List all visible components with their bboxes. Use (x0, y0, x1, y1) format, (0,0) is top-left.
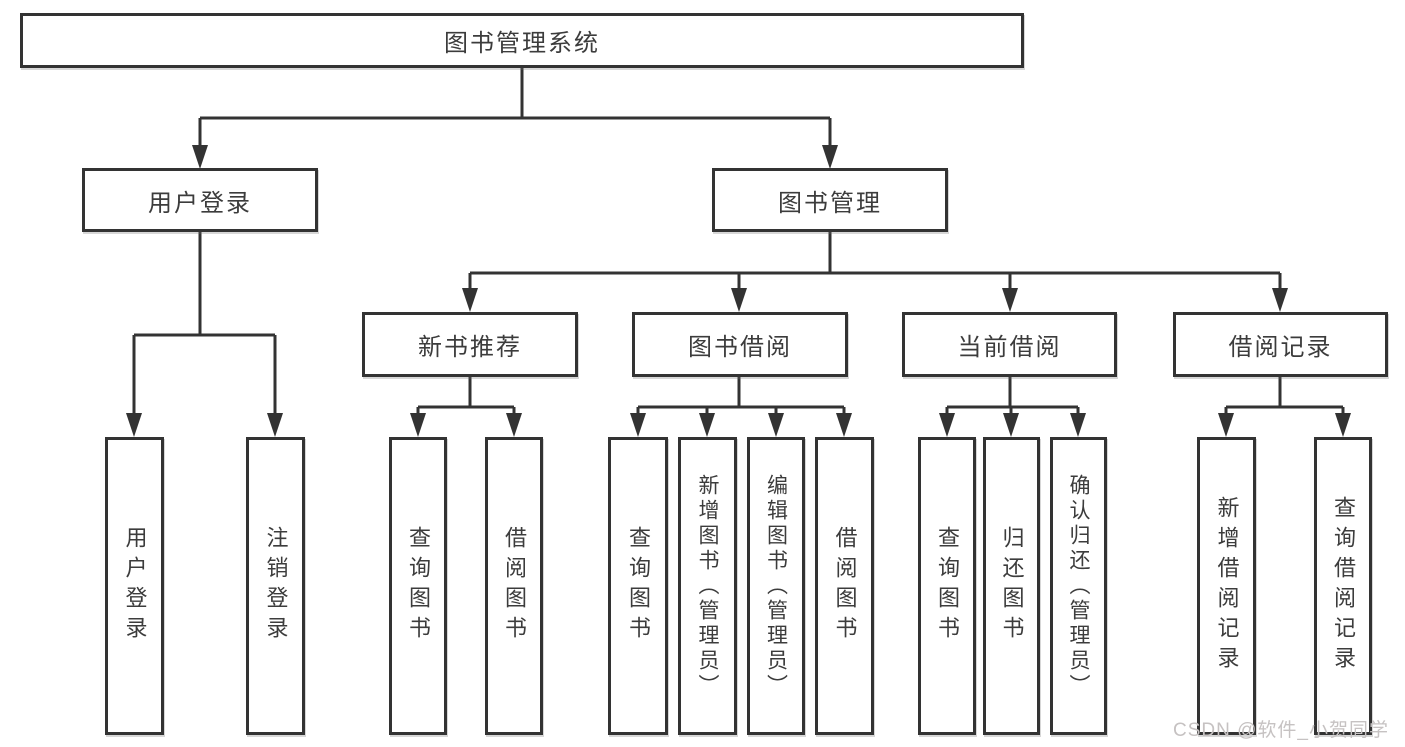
node-book-management-label: 图书管理 (778, 189, 882, 217)
leaf-edit-book-admin-label: 编辑图书（管理员） (764, 473, 788, 699)
leaf-query-book-2-label: 查询图书 (626, 526, 651, 646)
leaf-query-book-3-label: 查询图书 (935, 526, 960, 646)
node-current-borrow: 当前借阅 (902, 312, 1117, 377)
node-book-borrow: 图书借阅 (632, 312, 848, 377)
node-borrow-record: 借阅记录 (1173, 312, 1388, 377)
leaf-confirm-return-admin: 确认归还（管理员） (1050, 437, 1107, 735)
leaf-query-book-1-label: 查询图书 (406, 526, 431, 646)
leaf-borrow-book-1: 借阅图书 (485, 437, 543, 735)
leaf-logout-label: 注销登录 (263, 526, 289, 646)
node-new-book-recommend-label: 新书推荐 (418, 334, 522, 361)
leaf-borrow-book-2-label: 借阅图书 (832, 526, 858, 646)
leaf-logout: 注销登录 (246, 437, 305, 735)
leaf-user-login-label: 用户登录 (122, 526, 148, 646)
leaf-query-book-3: 查询图书 (918, 437, 976, 735)
node-root-library-system: 图书管理系统 (20, 13, 1024, 68)
node-current-borrow-label: 当前借阅 (957, 334, 1062, 361)
node-user-login-label: 用户登录 (148, 189, 252, 217)
node-borrow-record-label: 借阅记录 (1228, 334, 1333, 361)
node-root-label: 图书管理系统 (444, 30, 600, 57)
node-user-login: 用户登录 (82, 168, 318, 232)
leaf-return-book-label: 归还图书 (999, 526, 1025, 646)
node-book-management: 图书管理 (712, 168, 948, 232)
node-new-book-recommend: 新书推荐 (362, 312, 578, 377)
leaf-borrow-book-2: 借阅图书 (815, 437, 874, 735)
leaf-add-book-admin: 新增图书（管理员） (678, 437, 737, 735)
leaf-return-book: 归还图书 (983, 437, 1040, 735)
leaf-query-book-1: 查询图书 (389, 437, 447, 735)
leaf-query-borrow-record-label: 查询借阅记录 (1331, 496, 1356, 676)
leaf-add-borrow-record-label: 新增借阅记录 (1214, 496, 1240, 676)
leaf-add-borrow-record: 新增借阅记录 (1197, 437, 1256, 735)
leaf-edit-book-admin: 编辑图书（管理员） (747, 437, 805, 735)
leaf-add-book-admin-label: 新增图书（管理员） (696, 473, 719, 699)
leaf-query-book-2: 查询图书 (608, 437, 668, 735)
leaf-confirm-return-admin-label: 确认归还（管理员） (1067, 473, 1090, 699)
leaf-user-login: 用户登录 (105, 437, 164, 735)
csdn-watermark: CSDN @软件_小贺同学 (1173, 720, 1389, 741)
node-book-borrow-label: 图书借阅 (688, 334, 792, 361)
leaf-borrow-book-1-label: 借阅图书 (502, 526, 527, 646)
leaf-query-borrow-record: 查询借阅记录 (1314, 437, 1372, 735)
